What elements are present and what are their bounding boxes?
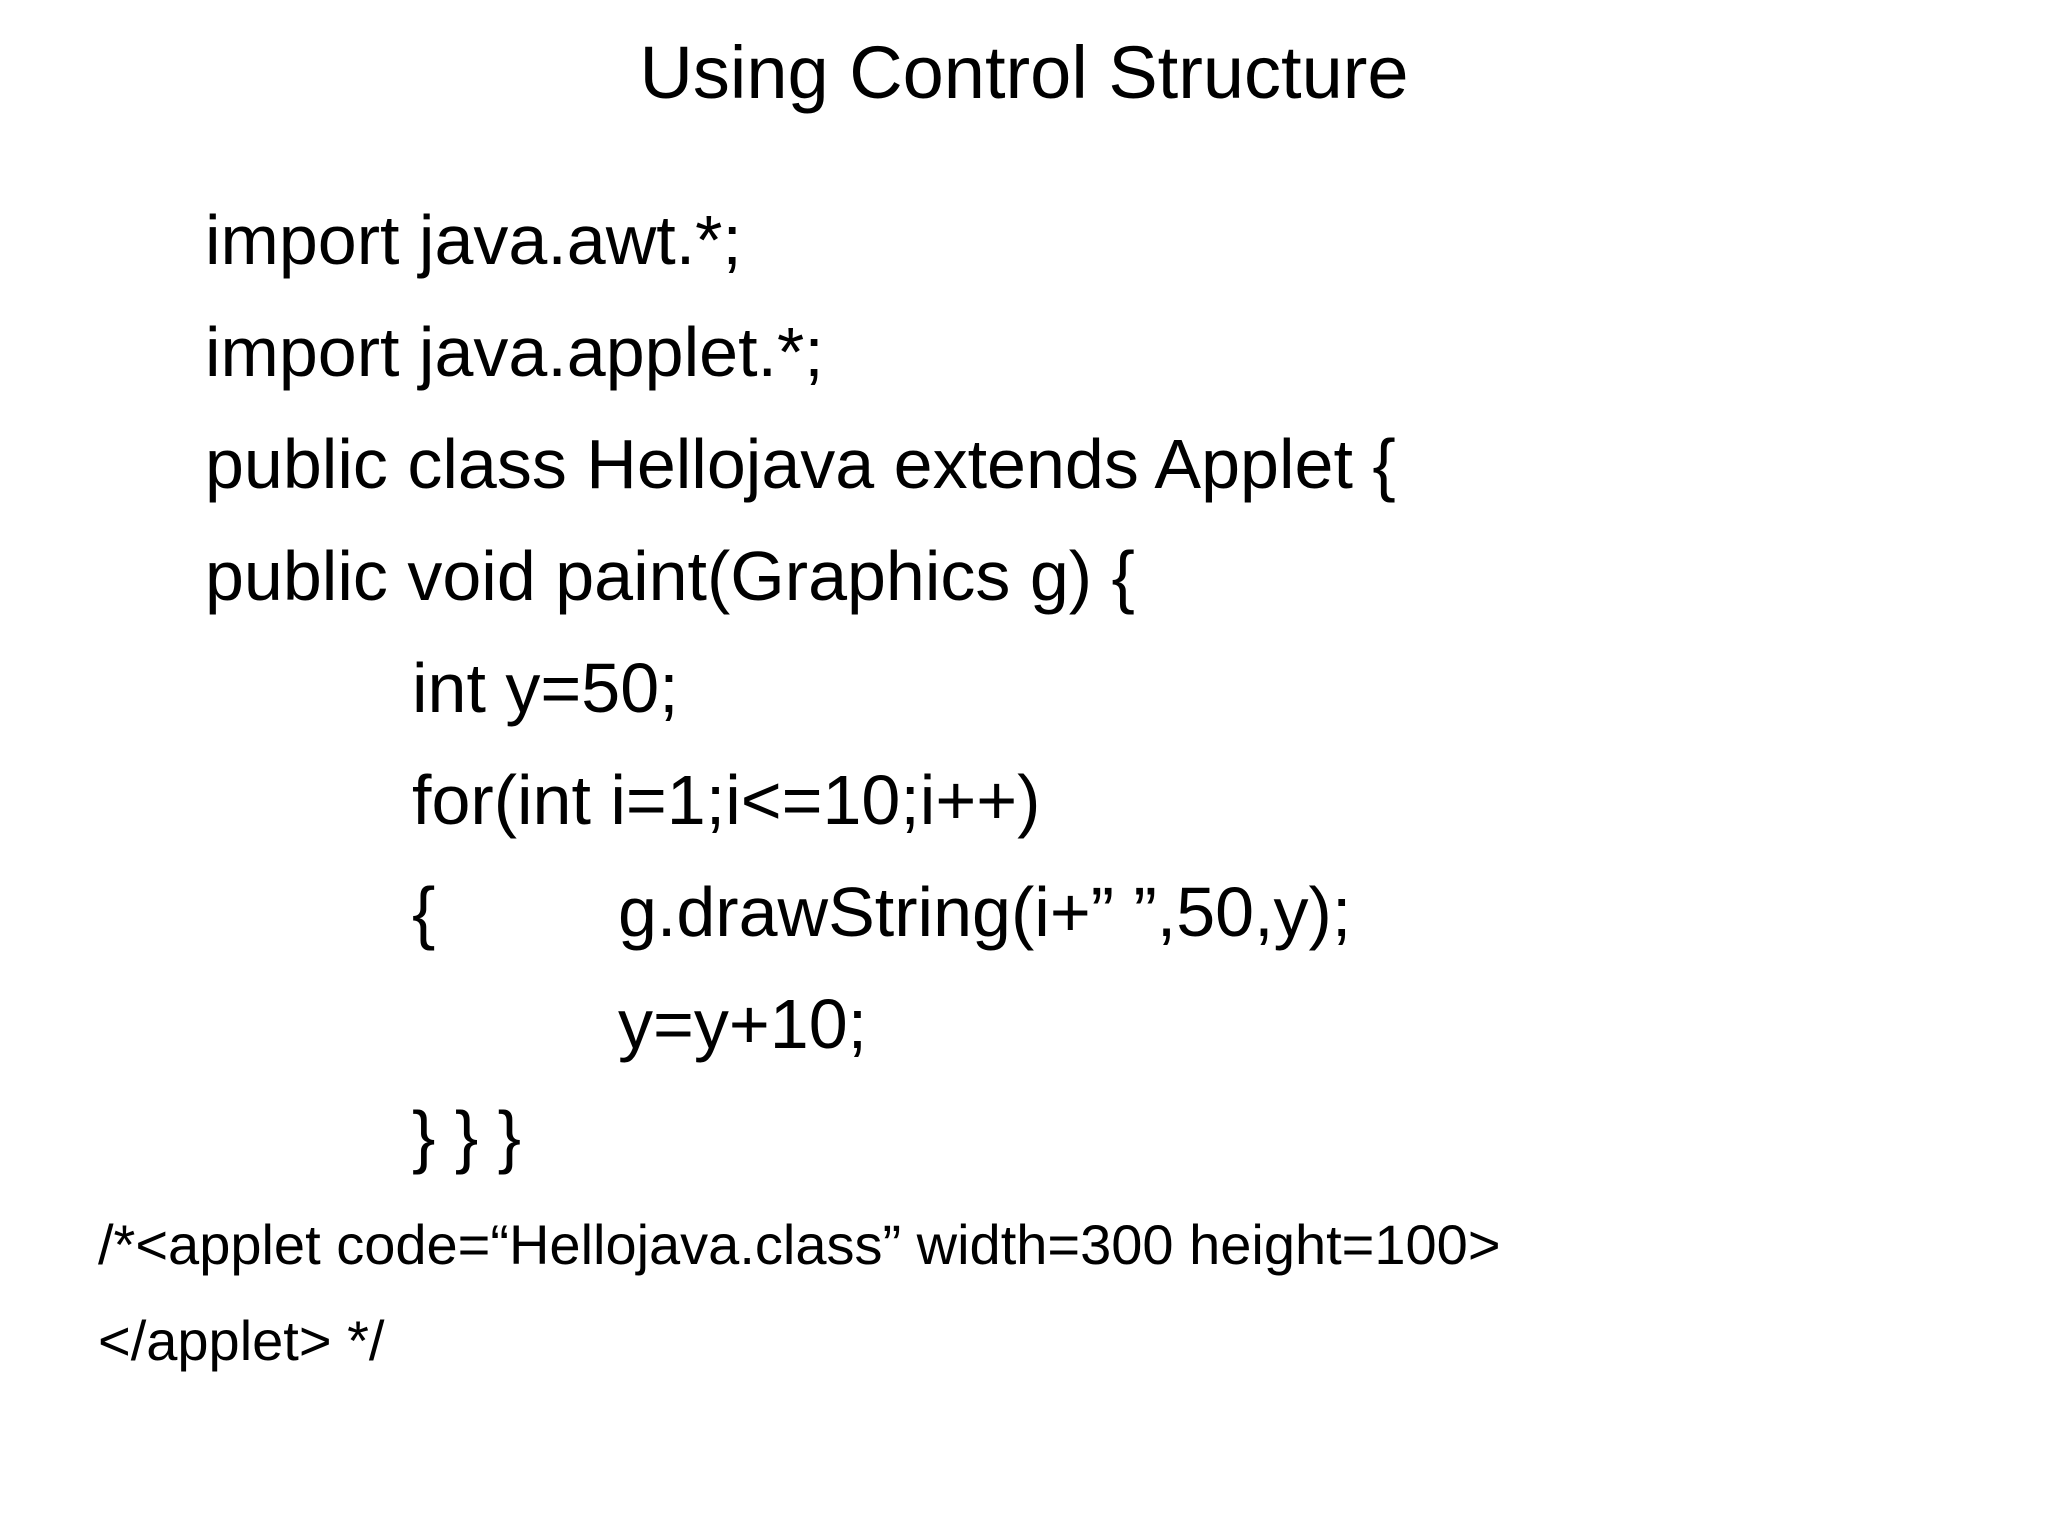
code-line-open-brace: { <box>412 873 436 951</box>
code-line-draw-string: g.drawString(i+” ”,50,y); <box>618 873 1352 951</box>
code-line-class-declaration: public class Hellojava extends Applet { <box>205 425 1396 503</box>
code-line-increment: y=y+10; <box>618 985 868 1063</box>
code-line-int-declaration: int y=50; <box>412 649 679 727</box>
slide-title: Using Control Structure <box>639 31 1409 114</box>
code-line-for-loop: for(int i=1;i<=10;i++) <box>412 761 1041 839</box>
applet-comment-line-1: /*<applet code=“Hellojava.class” width=3… <box>98 1213 1501 1276</box>
code-line-import-applet: import java.applet.*; <box>205 313 824 391</box>
code-line-paint-method: public void paint(Graphics g) { <box>205 537 1135 615</box>
code-line-closing-braces: } } } <box>412 1097 522 1175</box>
applet-comment-line-2: </applet> */ <box>98 1309 385 1372</box>
code-line-import-awt: import java.awt.*; <box>205 201 742 279</box>
